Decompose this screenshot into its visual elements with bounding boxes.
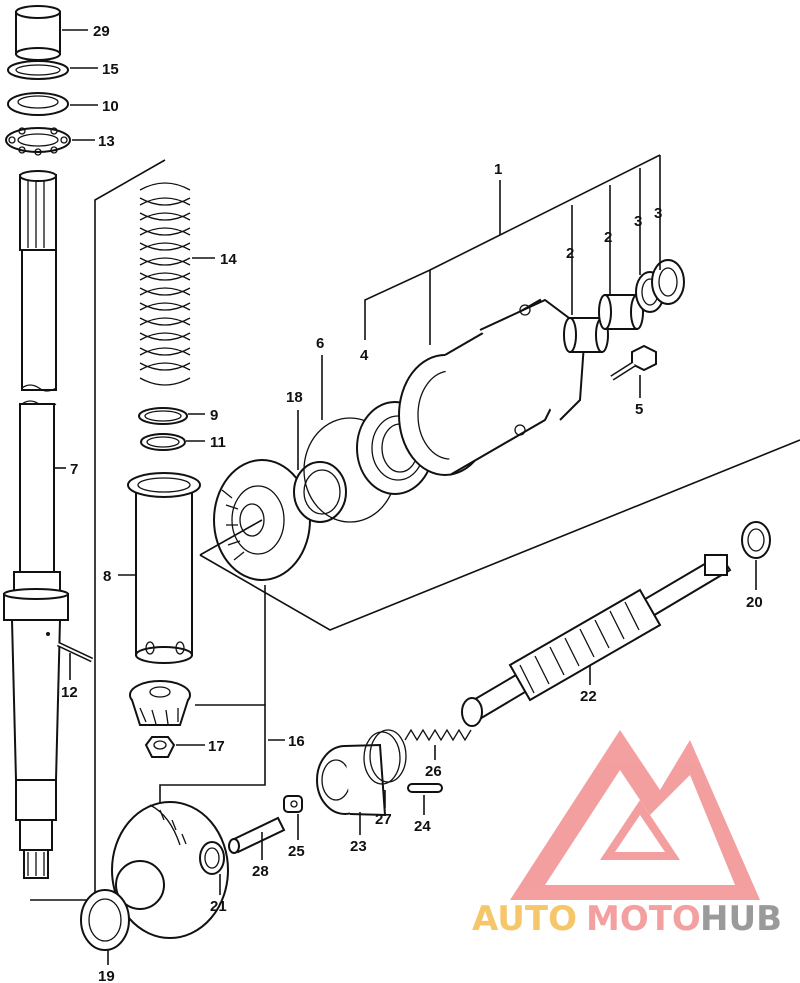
label-3b: 3	[654, 205, 662, 222]
label-24: 24	[414, 818, 431, 835]
label-4: 4	[360, 347, 369, 364]
race-part-10	[7, 92, 69, 116]
driveshaft-upper	[21, 249, 57, 391]
oring-part-9	[138, 407, 188, 425]
label-25: 25	[288, 843, 305, 860]
oring-part-11	[140, 433, 186, 451]
label-6: 6	[316, 335, 324, 352]
label-28: 28	[252, 863, 269, 880]
watermark-text: AUTO MOTO HUB	[472, 899, 782, 939]
leader-tree-1	[364, 154, 661, 345]
needle-bearing-part-2a	[563, 317, 609, 353]
bushing-part-29	[15, 5, 61, 61]
label-27: 27	[375, 811, 392, 828]
label-15: 15	[102, 61, 119, 78]
shim-part-21	[199, 841, 225, 875]
propeller-shaft-part-22	[461, 553, 732, 727]
needle-bearing-part-2b	[598, 294, 644, 330]
label-1: 1	[494, 161, 502, 178]
driveshaft-lower	[10, 619, 62, 781]
cam-follower-part-25	[283, 795, 303, 813]
thrust-bearing-part-13	[5, 127, 71, 156]
label-13: 13	[98, 133, 115, 150]
washer-part-20	[741, 521, 771, 559]
driveshaft-assembly	[3, 170, 69, 879]
label-2a: 2	[566, 245, 574, 262]
reverse-gear-part	[111, 801, 229, 939]
label-3a: 3	[634, 213, 642, 230]
watermark-logo	[510, 730, 760, 900]
label-17: 17	[208, 738, 225, 755]
label-18: 18	[286, 389, 303, 406]
clutch-part-23	[316, 743, 387, 817]
leader-bracket-16	[159, 704, 266, 820]
label-20: 20	[746, 594, 763, 611]
label-19: 19	[98, 968, 115, 983]
ring-part-27	[363, 729, 407, 785]
label-8: 8	[103, 568, 111, 585]
label-26: 26	[425, 763, 442, 780]
label-11: 11	[210, 434, 226, 451]
watermark-auto: AUTO	[472, 899, 577, 939]
label-12: 12	[61, 684, 78, 701]
label-29: 29	[93, 23, 110, 40]
washer-part-15	[7, 60, 69, 80]
label-21: 21	[210, 898, 227, 915]
spring-part-14	[139, 182, 191, 386]
label-5: 5	[635, 401, 643, 418]
label-2b: 2	[604, 229, 612, 246]
pin-part-24	[407, 783, 443, 793]
prop-shaft-housing-part-1	[398, 298, 587, 476]
bolt-part-5	[610, 344, 657, 381]
pin-part-12	[56, 641, 94, 663]
leader-bracket-7	[30, 159, 166, 901]
washer-part-19	[80, 889, 130, 951]
watermark-hub: HUB	[700, 899, 782, 939]
driveshaft-spline	[19, 174, 57, 251]
frame-lines	[199, 439, 800, 631]
driveshaft-middle	[19, 403, 55, 575]
watermark-moto: MOTO	[586, 899, 701, 939]
shim-part-18	[293, 461, 347, 523]
callout-labels: 29 15 10 13 14 9 11 7 8 12 17 16 18 6 4 …	[61, 23, 763, 983]
leader-lines	[54, 29, 757, 965]
label-16: 16	[288, 733, 305, 750]
pinion-gear-part-16	[129, 680, 191, 726]
label-22: 22	[580, 688, 597, 705]
label-23: 23	[350, 838, 367, 855]
nut-part-17	[144, 736, 176, 758]
label-9: 9	[210, 407, 218, 424]
push-rod-part-28	[228, 816, 286, 854]
label-7: 7	[70, 461, 78, 478]
tube-part-8	[127, 472, 201, 664]
label-14: 14	[220, 251, 237, 268]
label-10: 10	[102, 98, 119, 115]
spring-part-26	[404, 728, 472, 742]
seal-part-3b	[651, 259, 685, 305]
